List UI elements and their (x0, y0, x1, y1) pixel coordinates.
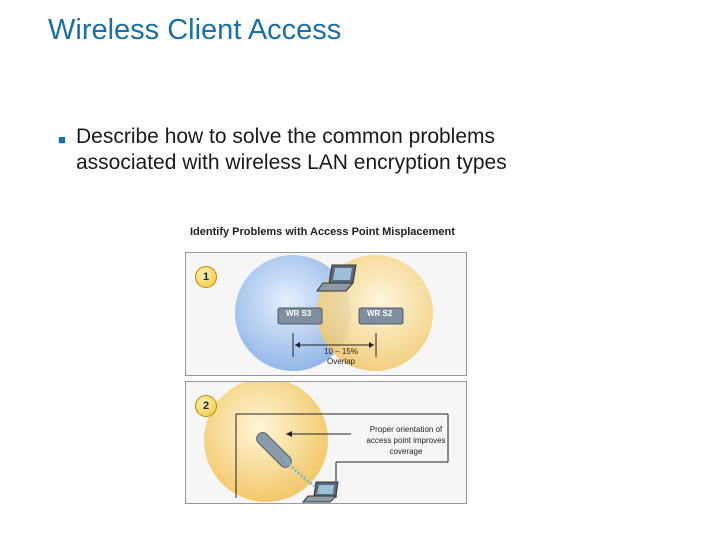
orientation-diagram (204, 382, 449, 503)
overlap-word: Overlap (326, 357, 355, 366)
access-point-label-right: WR S2 (367, 309, 393, 318)
overlap-label: 10 – 15% Overlap (306, 347, 376, 367)
bullet-list: ■ Describe how to solve the common probl… (58, 124, 678, 176)
note-line-1: Proper orientation of (369, 425, 443, 434)
step-badge-2: 2 (195, 395, 217, 417)
slide-title: Wireless Client Access (48, 14, 342, 46)
figure-panel-orientation: 2 Proper orientation of access point imp… (185, 381, 467, 504)
step-badge-1: 1 (195, 266, 217, 288)
access-point-right-icon (358, 307, 404, 325)
overlap-percent: 10 – 15% (324, 347, 358, 356)
note-line-3: coverage (389, 447, 423, 456)
access-point-label-left: WR S3 (286, 309, 312, 318)
figure-panel-overlap: 1 WR S3 WR S2 10 – 15% Overlap (185, 252, 467, 376)
bullet-line-1: Describe how to solve the common problem… (76, 125, 496, 148)
bullet-line-2: associated with wireless LAN encryption … (76, 151, 507, 174)
laptop-icon (316, 264, 357, 292)
figure-title: Identify Problems with Access Point Misp… (190, 226, 455, 238)
laptop-icon (301, 481, 339, 503)
overlap-diagram (235, 255, 433, 371)
bullet-text: Describe how to solve the common problem… (76, 124, 678, 176)
access-point-left-icon (277, 307, 323, 325)
bullet-item: ■ Describe how to solve the common probl… (58, 124, 678, 176)
cable-line (282, 457, 315, 488)
note-line-2: access point improves (366, 436, 446, 445)
bullet-square-icon: ■ (58, 132, 66, 147)
orientation-note: Proper orientation of access point impro… (350, 424, 462, 457)
